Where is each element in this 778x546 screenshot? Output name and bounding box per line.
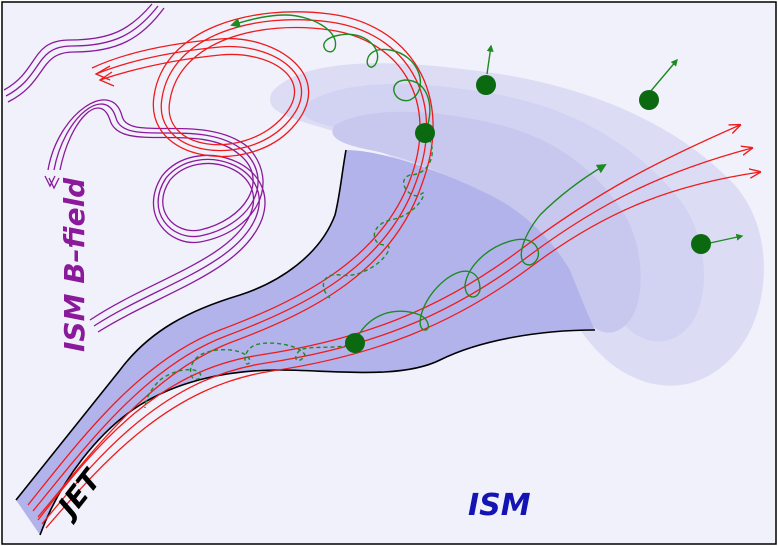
upper-particle-trail bbox=[322, 132, 433, 299]
lower-particle-path bbox=[354, 163, 607, 344]
particle-dot-icon bbox=[639, 90, 659, 110]
ism-bfield-label: ISM B–field bbox=[58, 177, 91, 352]
upper-particle-path bbox=[230, 14, 431, 134]
field-arrowhead-icon bbox=[44, 175, 60, 190]
particle-dot-icon bbox=[476, 75, 496, 95]
velocity-arrow-icon bbox=[649, 58, 678, 93]
lower-particle-trail bbox=[144, 342, 356, 409]
jet-body bbox=[16, 150, 595, 535]
particle-dot-icon bbox=[415, 123, 435, 143]
jet-edge-upper bbox=[15, 149, 347, 501]
velocity-arrow-icon bbox=[486, 44, 494, 75]
velocity-arrow-icon bbox=[709, 233, 744, 244]
particle-dot-icon bbox=[345, 333, 365, 353]
ism-label: ISM bbox=[468, 488, 531, 523]
jet-field-line-looping bbox=[27, 11, 434, 518]
particle-trajectories bbox=[144, 14, 744, 409]
ism-field-lines bbox=[3, 3, 266, 333]
particles bbox=[345, 75, 711, 353]
ism-field-line-middle bbox=[47, 99, 266, 333]
particle-dot-icon bbox=[691, 234, 711, 254]
jet-field-line-straight bbox=[37, 125, 760, 529]
field-arrowhead-icon bbox=[94, 65, 115, 87]
jet-field-lines bbox=[27, 11, 760, 529]
ism-field-line-top-left bbox=[3, 3, 165, 103]
